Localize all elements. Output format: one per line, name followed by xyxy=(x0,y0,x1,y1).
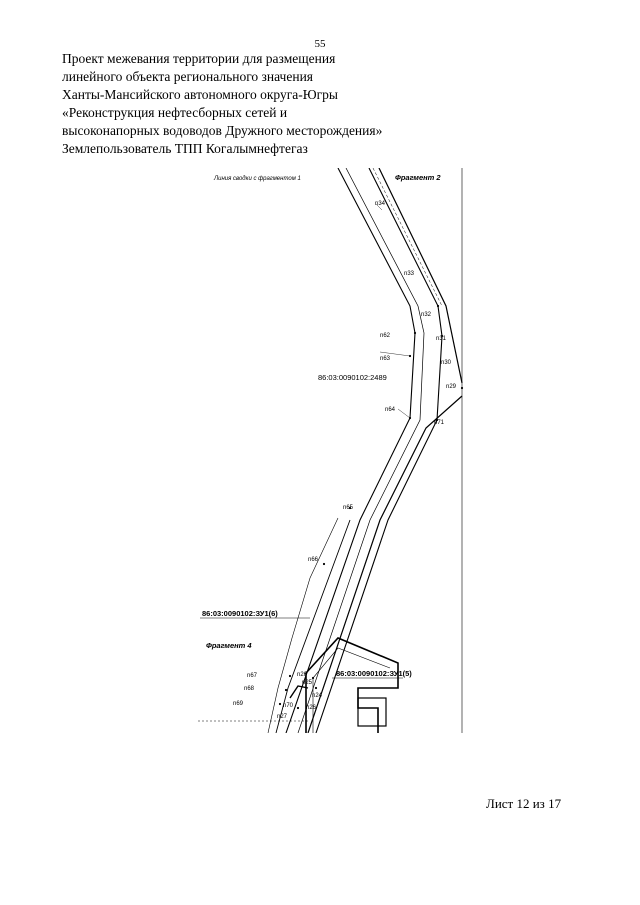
point-n27: n27 xyxy=(277,714,288,720)
title-line: Проект межевания территории для размещен… xyxy=(62,51,336,66)
page-number: 55 xyxy=(314,38,326,50)
leader-line xyxy=(375,203,383,211)
parcel-outline xyxy=(305,637,399,733)
point-n68: n68 xyxy=(244,686,255,692)
corridor-inner-line xyxy=(297,168,425,733)
point-n25: n25 xyxy=(302,680,313,686)
fragment-2-label: Фрагмент 2 xyxy=(395,173,441,182)
point-n29: n29 xyxy=(446,384,457,390)
building-outline xyxy=(357,697,387,727)
point-n26: n26 xyxy=(297,672,308,678)
point-n62: n62 xyxy=(380,333,391,339)
point-n33: n33 xyxy=(404,271,415,277)
fragment-4-label: Фрагмент 4 xyxy=(206,641,252,650)
point-markers xyxy=(278,304,464,710)
corridor-dashed xyxy=(372,168,443,307)
leader-line xyxy=(379,351,411,357)
corridor-right-boundary xyxy=(378,168,463,384)
point-n32: n32 xyxy=(421,312,432,318)
point-n30: n30 xyxy=(441,360,452,366)
title-line: Ханты-Мансийского автономного округа-Югр… xyxy=(62,87,338,102)
junction-detail xyxy=(289,685,309,699)
parcel-zu5-label: 86:03:0090102:ЗУ1(5) xyxy=(336,669,412,678)
point-n64: n64 xyxy=(385,407,396,413)
parcel-main-label: 86:03:0090102:2489 xyxy=(318,373,387,382)
survey-map: Линия сводки с фрагментом 1 Фрагмент 2 Ф… xyxy=(198,168,468,733)
point-n70: n70 xyxy=(283,703,294,709)
point-n65: n65 xyxy=(343,505,354,511)
title-line: Землепользователь ТПП Когалымнефтегаз xyxy=(62,141,308,156)
title-line: «Реконструкция нефтесборных сетей и xyxy=(62,105,288,120)
point-n26-lower: n26 xyxy=(306,705,317,711)
corridor-right-lower xyxy=(307,395,463,733)
point-n67: n67 xyxy=(247,673,258,679)
branch-line xyxy=(275,519,351,733)
document-title: Проект межевания территории для размещен… xyxy=(62,50,482,158)
point-n66: n66 xyxy=(308,557,319,563)
point-n24: n24 xyxy=(312,693,323,699)
point-n63: n63 xyxy=(380,356,391,362)
corridor-left-boundary xyxy=(285,168,416,733)
corridor-centre-line xyxy=(315,168,443,733)
junction-label: Линия сводки с фрагментом 1 xyxy=(213,176,301,182)
branch-line-thin xyxy=(267,517,339,733)
leader-line xyxy=(397,408,411,419)
parcel-zu6-label: 86:03:0090102:ЗУ1(6) xyxy=(202,609,278,618)
title-line: линейного объекта регионального значения xyxy=(62,69,314,84)
point-n34: n34 xyxy=(375,201,386,207)
point-n69: n69 xyxy=(233,701,244,707)
point-n71: n71 xyxy=(434,420,445,426)
title-line: высоконапорных водоводов Дружного местор… xyxy=(62,123,383,138)
point-n31: n31 xyxy=(436,336,447,342)
parcel-inner-outline xyxy=(312,647,391,733)
sheet-number: Лист 12 из 17 xyxy=(486,796,562,811)
